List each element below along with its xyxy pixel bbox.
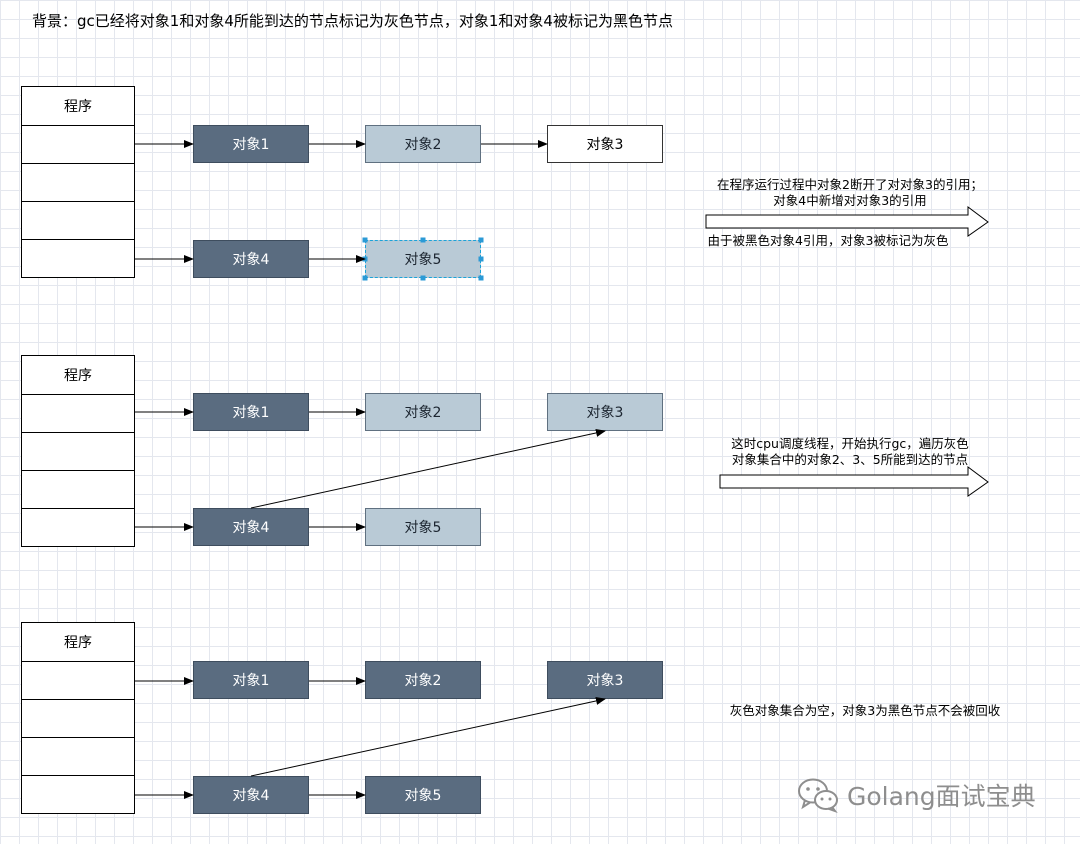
node-object5[interactable]: 对象5 <box>365 508 481 546</box>
note-3: 灰色对象集合为空，对象3为黑色节点不会被回收 <box>729 703 1001 718</box>
program-slot <box>22 508 134 546</box>
node-object4[interactable]: 对象4 <box>193 508 309 546</box>
selection-handle[interactable] <box>362 237 368 243</box>
program-label: 程序 <box>64 635 92 651</box>
watermark-text: Golang面试宝典 <box>847 782 1036 811</box>
selection-handle[interactable] <box>362 275 368 281</box>
note-2-above: 这时cpu调度线程，开始执行gc，遍历灰色 对象集合中的对象2、3、5所能到达的… <box>700 436 1000 468</box>
node-object2[interactable]: 对象2 <box>365 393 481 431</box>
node-object3[interactable]: 对象3 <box>547 661 663 699</box>
diagram-title: 背景：gc已经将对象1和对象4所能到达的节点标记为灰色节点，对象1和对象4被标记… <box>32 12 673 30</box>
block-arrow-2 <box>719 466 989 497</box>
selection-handle[interactable] <box>420 275 426 281</box>
program-slot <box>22 432 134 470</box>
note-1-above: 在程序运行过程中对象2断开了对对象3的引用； 对象4中新增对对象3的引用 <box>700 177 1000 209</box>
node-object3[interactable]: 对象3 <box>547 393 663 431</box>
program-slot <box>22 394 134 432</box>
node-object1[interactable]: 对象1 <box>193 393 309 431</box>
note-line: 对象集合中的对象2、3、5所能到达的节点 <box>731 452 969 467</box>
note-line: 这时cpu调度线程，开始执行gc，遍历灰色 <box>731 436 969 451</box>
node-object3[interactable]: 对象3 <box>547 125 663 163</box>
node-object4[interactable]: 对象4 <box>193 240 309 278</box>
node-object2[interactable]: 对象2 <box>365 661 481 699</box>
node-object1[interactable]: 对象1 <box>193 125 309 163</box>
note-line: 对象4中新增对对象3的引用 <box>773 193 927 208</box>
program-slot <box>22 239 134 277</box>
edge-object4-object3 <box>250 697 606 777</box>
program-slot <box>22 699 134 737</box>
program-slot <box>22 125 134 163</box>
selection-handle[interactable] <box>478 275 484 281</box>
node-object5[interactable]: 对象5 <box>365 776 481 814</box>
program-label: 程序 <box>64 368 92 384</box>
note-line: 在程序运行过程中对象2断开了对对象3的引用； <box>717 177 983 192</box>
node-object1[interactable]: 对象1 <box>193 661 309 699</box>
node-object4[interactable]: 对象4 <box>193 776 309 814</box>
selection-handle[interactable] <box>420 237 426 243</box>
wechat-icon <box>798 778 838 813</box>
program-slot <box>22 775 134 813</box>
program-slot <box>22 661 134 699</box>
program-stack-1: 程序 <box>21 86 135 278</box>
program-label: 程序 <box>64 99 92 115</box>
program-stack-3: 程序 <box>21 622 135 814</box>
edge-object4-object3 <box>250 429 606 509</box>
program-slot <box>22 470 134 508</box>
program-stack-2: 程序 <box>21 355 135 547</box>
node-object2[interactable]: 对象2 <box>365 125 481 163</box>
program-slot <box>22 737 134 775</box>
program-slot <box>22 201 134 239</box>
block-arrow-1 <box>705 206 989 237</box>
selection-handle[interactable] <box>478 237 484 243</box>
selection-handle[interactable] <box>478 256 484 262</box>
node-object5-selected[interactable]: 对象5 <box>365 240 481 278</box>
watermark: Golang面试宝典 <box>797 775 1036 815</box>
program-slot <box>22 163 134 201</box>
note-1-below: 由于被黑色对象4引用，对象3被标记为灰色 <box>707 233 949 248</box>
